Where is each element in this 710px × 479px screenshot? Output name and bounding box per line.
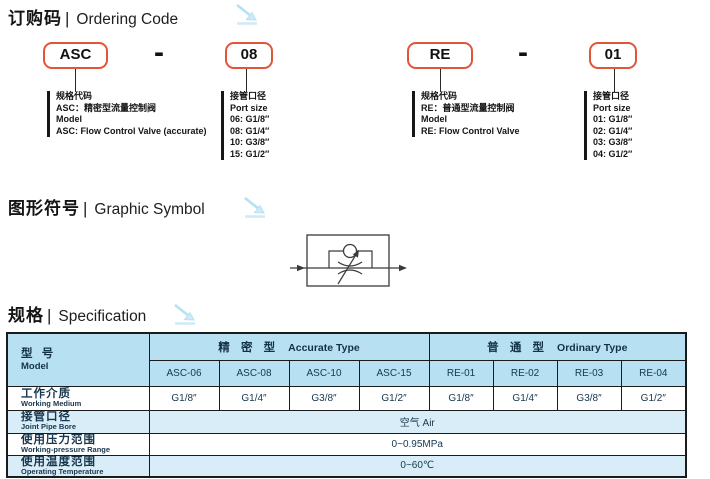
desc-line: ASC: Flow Control Valve (accurate) [56,125,207,136]
heading-zh: 规格 [8,306,44,325]
desc-line: 10: G3/8″ [230,137,270,147]
group-zh: 精 密 型 [218,341,280,354]
code-box-asc: ASC [43,42,108,69]
spec-value-cell: G1/8″ [148,385,220,411]
heading-en: Specification [58,308,147,325]
heading-separator: | [47,306,52,325]
spec-value-cell: G3/8″ [288,385,360,411]
desc-line: RE: Flow Control Valve [421,125,520,136]
flow-control-valve-symbol [288,229,410,296]
model-header-zh: 型 号 [21,347,57,360]
group-header-ordinary: 普 通 型 Ordinary Type [428,332,687,361]
desc-line: 规格代码 [421,91,458,101]
row-label-en: Working Medium [21,398,82,408]
model-cell: ASC-08 [218,359,290,387]
heading-en: Ordering Code [76,11,179,28]
row-label-en: Joint Pipe Bore [21,422,77,432]
desc-line: 接管口径 [593,91,630,101]
spec-value-cell: G1/2″ [358,385,430,411]
group-en: Ordinary Type [557,341,628,354]
row-label-en: Working-pressure Range [21,444,111,454]
graphic-symbol-heading: 图形符号 | Graphic Symbol [8,194,205,219]
desc-line: RE：普通型流量控制阀 [421,102,515,113]
desc-line: Model [421,114,447,124]
code-dash: - [154,36,164,69]
desc-line: Port size [593,102,631,113]
heading-separator: | [65,9,70,28]
ordering-code-heading: 订购码 | Ordering Code [8,4,178,29]
group-en: Accurate Type [288,341,360,354]
desc-line: 规格代码 [56,91,93,101]
row-label-zh: 工作介质 [21,387,71,400]
code-dash: - [518,36,528,69]
section-arrow-icon [174,303,195,325]
desc-line: 接管口径 [230,91,267,101]
desc-line: 01: G1/8″ [593,114,633,124]
desc-line: ASC：精密型流量控制阀 [56,102,157,113]
model-cell: RE-03 [556,359,622,387]
spec-span-cell: 空气 Air [148,409,687,434]
spec-value-cell: G1/2″ [620,385,687,411]
row-label-zh: 使用压力范围 [21,433,96,446]
connector-line [614,69,615,92]
desc-line: 03: G3/8″ [593,137,633,147]
group-zh: 普 通 型 [487,341,549,354]
desc-line: Port size [230,102,268,113]
spec-span-cell: 0~60℃ [148,454,687,478]
spec-value-cell: G3/8″ [556,385,622,411]
spec-value-cell: G1/4″ [492,385,558,411]
desc-line: Model [56,114,82,124]
connector-line [75,69,76,92]
desc-line: 06: G1/8″ [230,114,270,124]
spec-value-cell: G1/8″ [428,385,494,411]
code-box-01: 01 [589,42,637,69]
row-label-operating-temperature: 使用温度范围 Operating Temperature [6,454,150,478]
model-cell: ASC-06 [148,359,220,387]
heading-separator: | [83,199,88,218]
row-label-joint-pipe-bore: 接管口径 Joint Pipe Bore [6,409,150,434]
model-cell: RE-02 [492,359,558,387]
row-label-working-medium: 工作介质 Working Medium [6,385,150,411]
desc-line: 04: G1/2″ [593,148,633,159]
connector-line [440,69,441,92]
section-arrow-icon [236,3,257,25]
row-label-en: Operating Temperature [21,466,104,476]
specification-table: 型 号 Model 精 密 型 Accurate Type 普 通 型 Ordina… [6,332,688,478]
desc-line: 08: G1/4″ [230,125,270,136]
model-cell: ASC-10 [288,359,360,387]
spec-value-cell: G1/4″ [218,385,290,411]
desc-block-re-ports: 接管口径 Port size 01: G1/8″ 02: G1/4″ 03: G… [584,91,632,160]
heading-zh: 订购码 [8,9,62,28]
model-header-cell: 型 号 Model [6,332,150,387]
model-header-en: Model [21,360,49,372]
row-label-zh: 接管口径 [21,411,71,424]
connector-line [246,69,247,92]
model-cell: RE-01 [428,359,494,387]
model-cell: ASC-15 [358,359,430,387]
desc-block-asc: 规格代码 ASC：精密型流量控制阀 Model ASC: Flow Contro… [47,91,207,137]
group-header-accurate: 精 密 型 Accurate Type [148,332,430,361]
code-box-re: RE [407,42,473,69]
desc-block-re: 规格代码 RE：普通型流量控制阀 Model RE: Flow Control … [412,91,520,137]
row-label-pressure-range: 使用压力范围 Working-pressure Range [6,432,150,456]
spec-span-cell: 0~0.95MPa [148,432,687,456]
model-cell: RE-04 [620,359,687,387]
row-label-zh: 使用温度范围 [21,455,96,468]
specification-heading: 规格 | Specification [8,301,146,326]
desc-block-asc-ports: 接管口径 Port size 06: G1/8″ 08: G1/4″ 10: G… [221,91,269,160]
code-box-08: 08 [225,42,273,69]
heading-en: Graphic Symbol [94,201,205,218]
heading-zh: 图形符号 [8,199,80,218]
section-arrow-icon [244,196,265,218]
desc-line: 15: G1/2″ [230,148,270,159]
desc-line: 02: G1/4″ [593,125,633,136]
